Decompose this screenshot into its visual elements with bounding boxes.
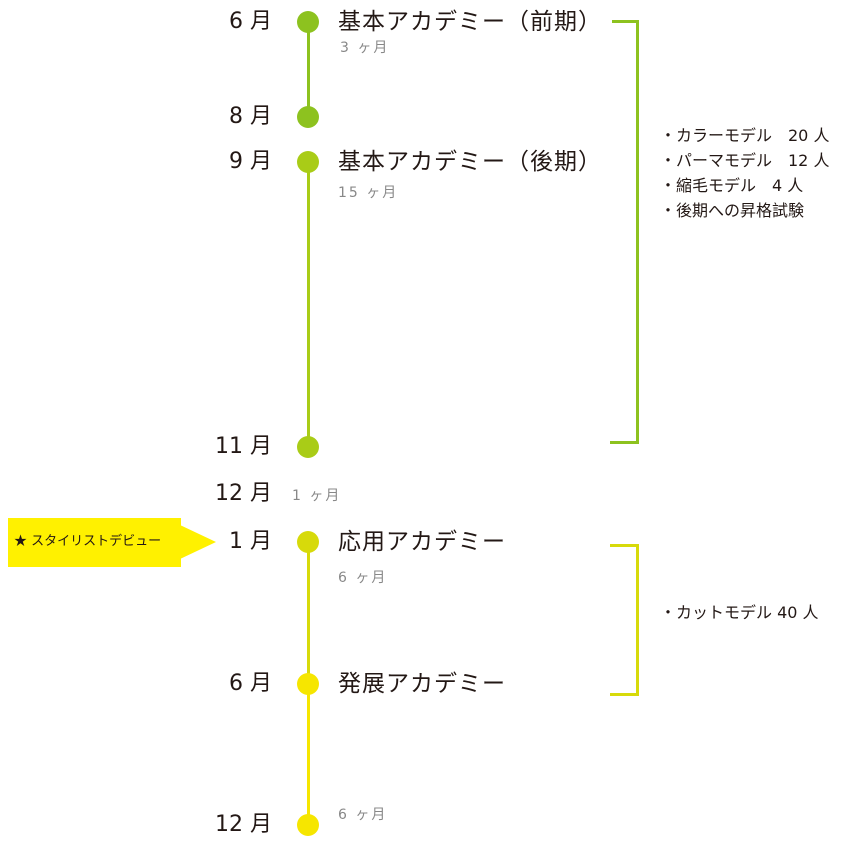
month-label: 9 月 xyxy=(229,149,272,174)
timeline-dot xyxy=(297,11,319,33)
timeline-dot xyxy=(297,151,319,173)
timeline-dot xyxy=(297,531,319,553)
phase-duration: 15 ヶ月 xyxy=(338,185,399,201)
phase-title: 発展アカデミー xyxy=(338,671,506,697)
month-label: 1 月 xyxy=(229,529,272,554)
phase-duration: 3 ヶ月 xyxy=(340,40,390,56)
phase-duration: 6 ヶ月 xyxy=(338,807,388,823)
timeline-segment xyxy=(307,162,310,447)
month-label: 12 月 xyxy=(215,481,272,506)
timeline-segment xyxy=(307,542,310,684)
phase-duration: 6 ヶ月 xyxy=(338,570,388,586)
gap-duration: 1 ヶ月 xyxy=(292,488,342,504)
callout-label: ★ スタイリストデビュー xyxy=(14,534,162,549)
requirement-note: ・縮毛モデル 4 人 xyxy=(660,176,804,195)
month-label: 11 月 xyxy=(215,434,272,459)
timeline-dot xyxy=(297,814,319,836)
phase-title: 基本アカデミー（後期） xyxy=(338,149,602,175)
month-label: 8 月 xyxy=(229,104,272,129)
requirement-note: ・カラーモデル 20 人 xyxy=(660,126,830,145)
timeline-segment xyxy=(307,22,310,117)
phase-title: 基本アカデミー（前期） xyxy=(338,9,602,35)
timeline-segment xyxy=(307,684,310,825)
timeline-dot xyxy=(297,106,319,128)
timeline-dot xyxy=(297,673,319,695)
requirement-note: ・カットモデル 40 人 xyxy=(660,603,819,622)
month-label: 6 月 xyxy=(229,9,272,34)
timeline-dot xyxy=(297,436,319,458)
phase-title: 応用アカデミー xyxy=(338,529,506,555)
requirement-note: ・パーマモデル 12 人 xyxy=(660,151,830,170)
requirement-note: ・後期への昇格試験 xyxy=(660,201,805,220)
month-label: 12 月 xyxy=(215,812,272,837)
month-label: 6 月 xyxy=(229,671,272,696)
